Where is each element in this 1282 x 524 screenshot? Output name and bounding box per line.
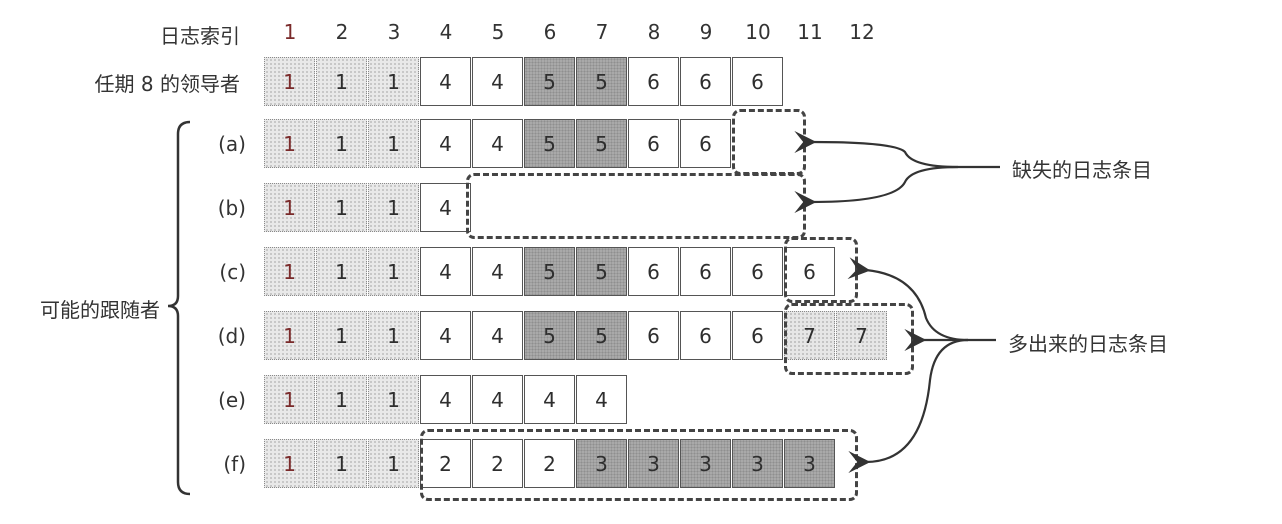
follower-b-entry-4: 4	[420, 183, 471, 232]
follower-f-entry-5: 2	[472, 439, 523, 488]
follower-f-entry-10: 3	[732, 439, 783, 488]
follower-d-entry-2: 1	[316, 311, 367, 360]
leader-entry-6: 5	[524, 57, 575, 106]
follower-c-entry-6: 5	[524, 247, 575, 296]
follower-e-entry-6: 4	[524, 375, 575, 424]
follower-f-entry-9: 3	[680, 439, 731, 488]
leader-entry-3: 1	[368, 57, 419, 106]
leader-entry-9: 6	[680, 57, 731, 106]
follower-d-entry-12: 7	[836, 311, 887, 360]
follower-e-entry-5: 4	[472, 375, 523, 424]
follower-a-entry-4: 4	[420, 119, 471, 168]
follower-c-entry-2: 1	[316, 247, 367, 296]
follower-c-entry-10: 6	[732, 247, 783, 296]
brace-icon	[167, 120, 191, 496]
follower-e-label: (e)	[218, 388, 246, 412]
follower-d-label: (d)	[217, 324, 246, 348]
follower-a-entry-5: 4	[472, 119, 523, 168]
followers-group-label: 可能的跟随者	[40, 298, 160, 322]
follower-f-entry-6: 2	[524, 439, 575, 488]
log-index-11: 11	[797, 20, 823, 44]
log-index-9: 9	[699, 20, 713, 44]
missing-arrows-icon	[794, 130, 1000, 214]
follower-f-entry-2: 1	[316, 439, 367, 488]
log-index-2: 2	[335, 20, 349, 44]
follower-d-entry-1: 1	[264, 311, 315, 360]
follower-a-entry-8: 6	[628, 119, 679, 168]
follower-d-entry-7: 5	[576, 311, 627, 360]
log-index-3: 3	[387, 20, 401, 44]
leader-label: 任期 8 的领导者	[94, 72, 240, 96]
follower-c-entry-7: 5	[576, 247, 627, 296]
follower-c-entry-9: 6	[680, 247, 731, 296]
follower-d-entry-6: 5	[524, 311, 575, 360]
follower-c-entry-3: 1	[368, 247, 419, 296]
leader-entry-4: 4	[420, 57, 471, 106]
log-index-1: 1	[283, 20, 297, 44]
extra-arrows-icon	[847, 257, 996, 474]
follower-c-label: (c)	[219, 260, 246, 284]
follower-d-entry-3: 1	[368, 311, 419, 360]
follower-a-entry-1: 1	[264, 119, 315, 168]
follower-f-entry-11: 3	[784, 439, 835, 488]
follower-a-entry-6: 5	[524, 119, 575, 168]
follower-b-label: (b)	[217, 196, 246, 220]
leader-entry-1: 1	[264, 57, 315, 106]
follower-c-entry-11: 6	[784, 247, 835, 296]
leader-entry-7: 5	[576, 57, 627, 106]
log-index-10: 10	[745, 20, 771, 44]
log-index-8: 8	[647, 20, 661, 44]
log-index-5: 5	[491, 20, 505, 44]
follower-b-entry-2: 1	[316, 183, 367, 232]
follower-d-entry-5: 4	[472, 311, 523, 360]
follower-d-entry-10: 6	[732, 311, 783, 360]
log-index-7: 7	[595, 20, 609, 44]
follower-f-entry-7: 3	[576, 439, 627, 488]
follower-f-label: (f)	[223, 452, 246, 476]
leader-entry-10: 6	[732, 57, 783, 106]
follower-b-entry-3: 1	[368, 183, 419, 232]
follower-a-entry-3: 1	[368, 119, 419, 168]
follower-c-entry-8: 6	[628, 247, 679, 296]
log-index-6: 6	[543, 20, 557, 44]
leader-entry-5: 4	[472, 57, 523, 106]
follower-d-entry-8: 6	[628, 311, 679, 360]
follower-e-entry-2: 1	[316, 375, 367, 424]
follower-e-entry-7: 4	[576, 375, 627, 424]
follower-e-entry-4: 4	[420, 375, 471, 424]
follower-d-entry-11: 7	[784, 311, 835, 360]
follower-e-entry-3: 1	[368, 375, 419, 424]
follower-c-entry-1: 1	[264, 247, 315, 296]
follower-f-entry-1: 1	[264, 439, 315, 488]
follower-d-entry-9: 6	[680, 311, 731, 360]
extra-entries-callout: 多出来的日志条目	[1008, 332, 1168, 356]
follower-e-entry-1: 1	[264, 375, 315, 424]
log-index-label: 日志索引	[160, 24, 240, 48]
follower-f-entry-8: 3	[628, 439, 679, 488]
follower-f-entry-3: 1	[368, 439, 419, 488]
leader-entry-8: 6	[628, 57, 679, 106]
follower-c-entry-5: 4	[472, 247, 523, 296]
follower-a-label: (a)	[218, 132, 246, 156]
follower-a-entry-7: 5	[576, 119, 627, 168]
log-index-12: 12	[849, 20, 875, 44]
missing-entries-callout: 缺失的日志条目	[1012, 158, 1152, 182]
follower-a-entry-9: 6	[680, 119, 731, 168]
follower-b-entry-1: 1	[264, 183, 315, 232]
log-index-4: 4	[439, 20, 453, 44]
leader-entry-2: 1	[316, 57, 367, 106]
follower-c-entry-4: 4	[420, 247, 471, 296]
follower-a-entry-2: 1	[316, 119, 367, 168]
follower-d-entry-4: 4	[420, 311, 471, 360]
